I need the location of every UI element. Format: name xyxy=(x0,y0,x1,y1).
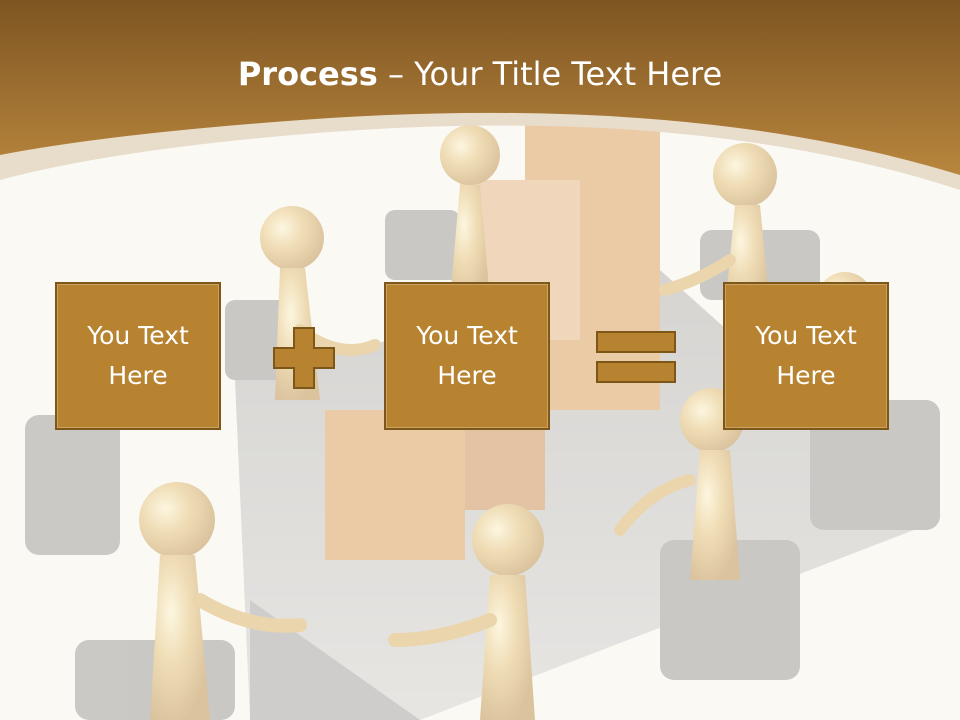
title-separator: – xyxy=(377,55,415,93)
process-box-3[interactable]: You Text Here xyxy=(723,282,889,430)
process-box-3-label: You Text Here xyxy=(755,321,857,390)
plus-icon xyxy=(273,327,335,389)
process-box-1[interactable]: You Text Here xyxy=(55,282,221,430)
title-bold: Process xyxy=(237,55,378,93)
slide-title: Process – Your Title Text Here xyxy=(0,52,960,96)
process-box-2-label: You Text Here xyxy=(416,321,518,390)
header-band xyxy=(0,0,960,190)
process-box-1-label: You Text Here xyxy=(87,321,189,390)
equals-icon xyxy=(596,331,676,383)
process-box-2[interactable]: You Text Here xyxy=(384,282,550,430)
title-text: Your Title Text Here xyxy=(414,55,723,93)
